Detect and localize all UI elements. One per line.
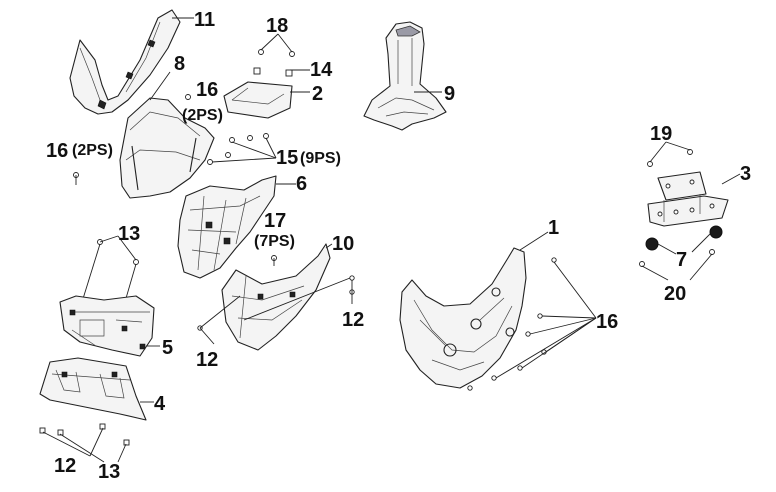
callout-11: 11 xyxy=(194,9,215,31)
callout-12-bottom: 12 xyxy=(54,455,76,477)
clip-13a-icon xyxy=(57,429,64,436)
part-5-inner-panel xyxy=(59,295,155,357)
clip-12a-icon xyxy=(39,427,46,434)
callout-12-right: 12 xyxy=(342,309,364,331)
part-3-mount-bracket xyxy=(647,171,729,227)
part-9-grab-handle xyxy=(363,21,447,131)
callout-2: 2 xyxy=(312,83,323,105)
callout-16-left: 16 xyxy=(46,140,68,162)
callout-18: 18 xyxy=(266,15,288,37)
callout-3: 3 xyxy=(740,163,751,185)
callout-8: 8 xyxy=(174,53,185,75)
screw-19a-icon xyxy=(647,161,653,167)
callout-12-mid: 12 xyxy=(196,349,218,371)
nut-14a-icon xyxy=(253,67,261,75)
callout-14: 14 xyxy=(310,59,333,81)
callout-15: 15 xyxy=(276,147,298,169)
screw-18b-icon xyxy=(289,51,295,57)
screw-18a-icon xyxy=(258,49,264,55)
screw-16-icon xyxy=(185,94,191,100)
nut-20a-icon xyxy=(639,261,645,267)
callout-20: 20 xyxy=(664,283,686,305)
callout-7: 7 xyxy=(676,249,687,271)
part-8-windscreen xyxy=(119,97,215,199)
screw-13b-icon xyxy=(133,259,139,265)
callout-19: 19 xyxy=(650,123,672,145)
screw-19b-icon xyxy=(687,149,693,155)
screw-12a-icon xyxy=(349,275,355,281)
callout-9: 9 xyxy=(444,83,455,105)
callout-16-right: 16 xyxy=(596,311,618,333)
callout-13-bottom: 13 xyxy=(98,461,120,483)
callout-16-top-qty: (2PS) xyxy=(182,107,223,124)
nut-20b-icon xyxy=(709,249,715,255)
grommet-7b-icon xyxy=(709,225,723,239)
part-4-lower-panel xyxy=(39,357,147,421)
nut-14b-icon xyxy=(285,69,293,77)
screws-15 xyxy=(207,133,269,165)
callout-10: 10 xyxy=(332,233,354,255)
callout-4: 4 xyxy=(154,393,166,415)
callout-16-left-qty: (2PS) xyxy=(72,142,113,159)
part-2-meter-unit xyxy=(223,81,293,119)
callout-13-top: 13 xyxy=(118,223,140,245)
callout-17: 17 xyxy=(264,210,286,232)
callout-16-top: 16 xyxy=(196,79,218,101)
callout-5: 5 xyxy=(162,337,173,359)
callout-17-qty: (7PS) xyxy=(254,233,295,250)
grommet-7a-icon xyxy=(645,237,659,251)
callout-6: 6 xyxy=(296,173,307,195)
part-1-front-lower-cowl xyxy=(399,247,527,389)
clip-13b-icon xyxy=(123,439,130,446)
callout-1: 1 xyxy=(548,217,559,239)
part-10-lower-trim xyxy=(221,243,331,351)
part-6-inner-bracket xyxy=(177,175,277,279)
part-11-upper-front-trim xyxy=(69,9,181,115)
callout-15-qty: (9PS) xyxy=(300,150,341,167)
